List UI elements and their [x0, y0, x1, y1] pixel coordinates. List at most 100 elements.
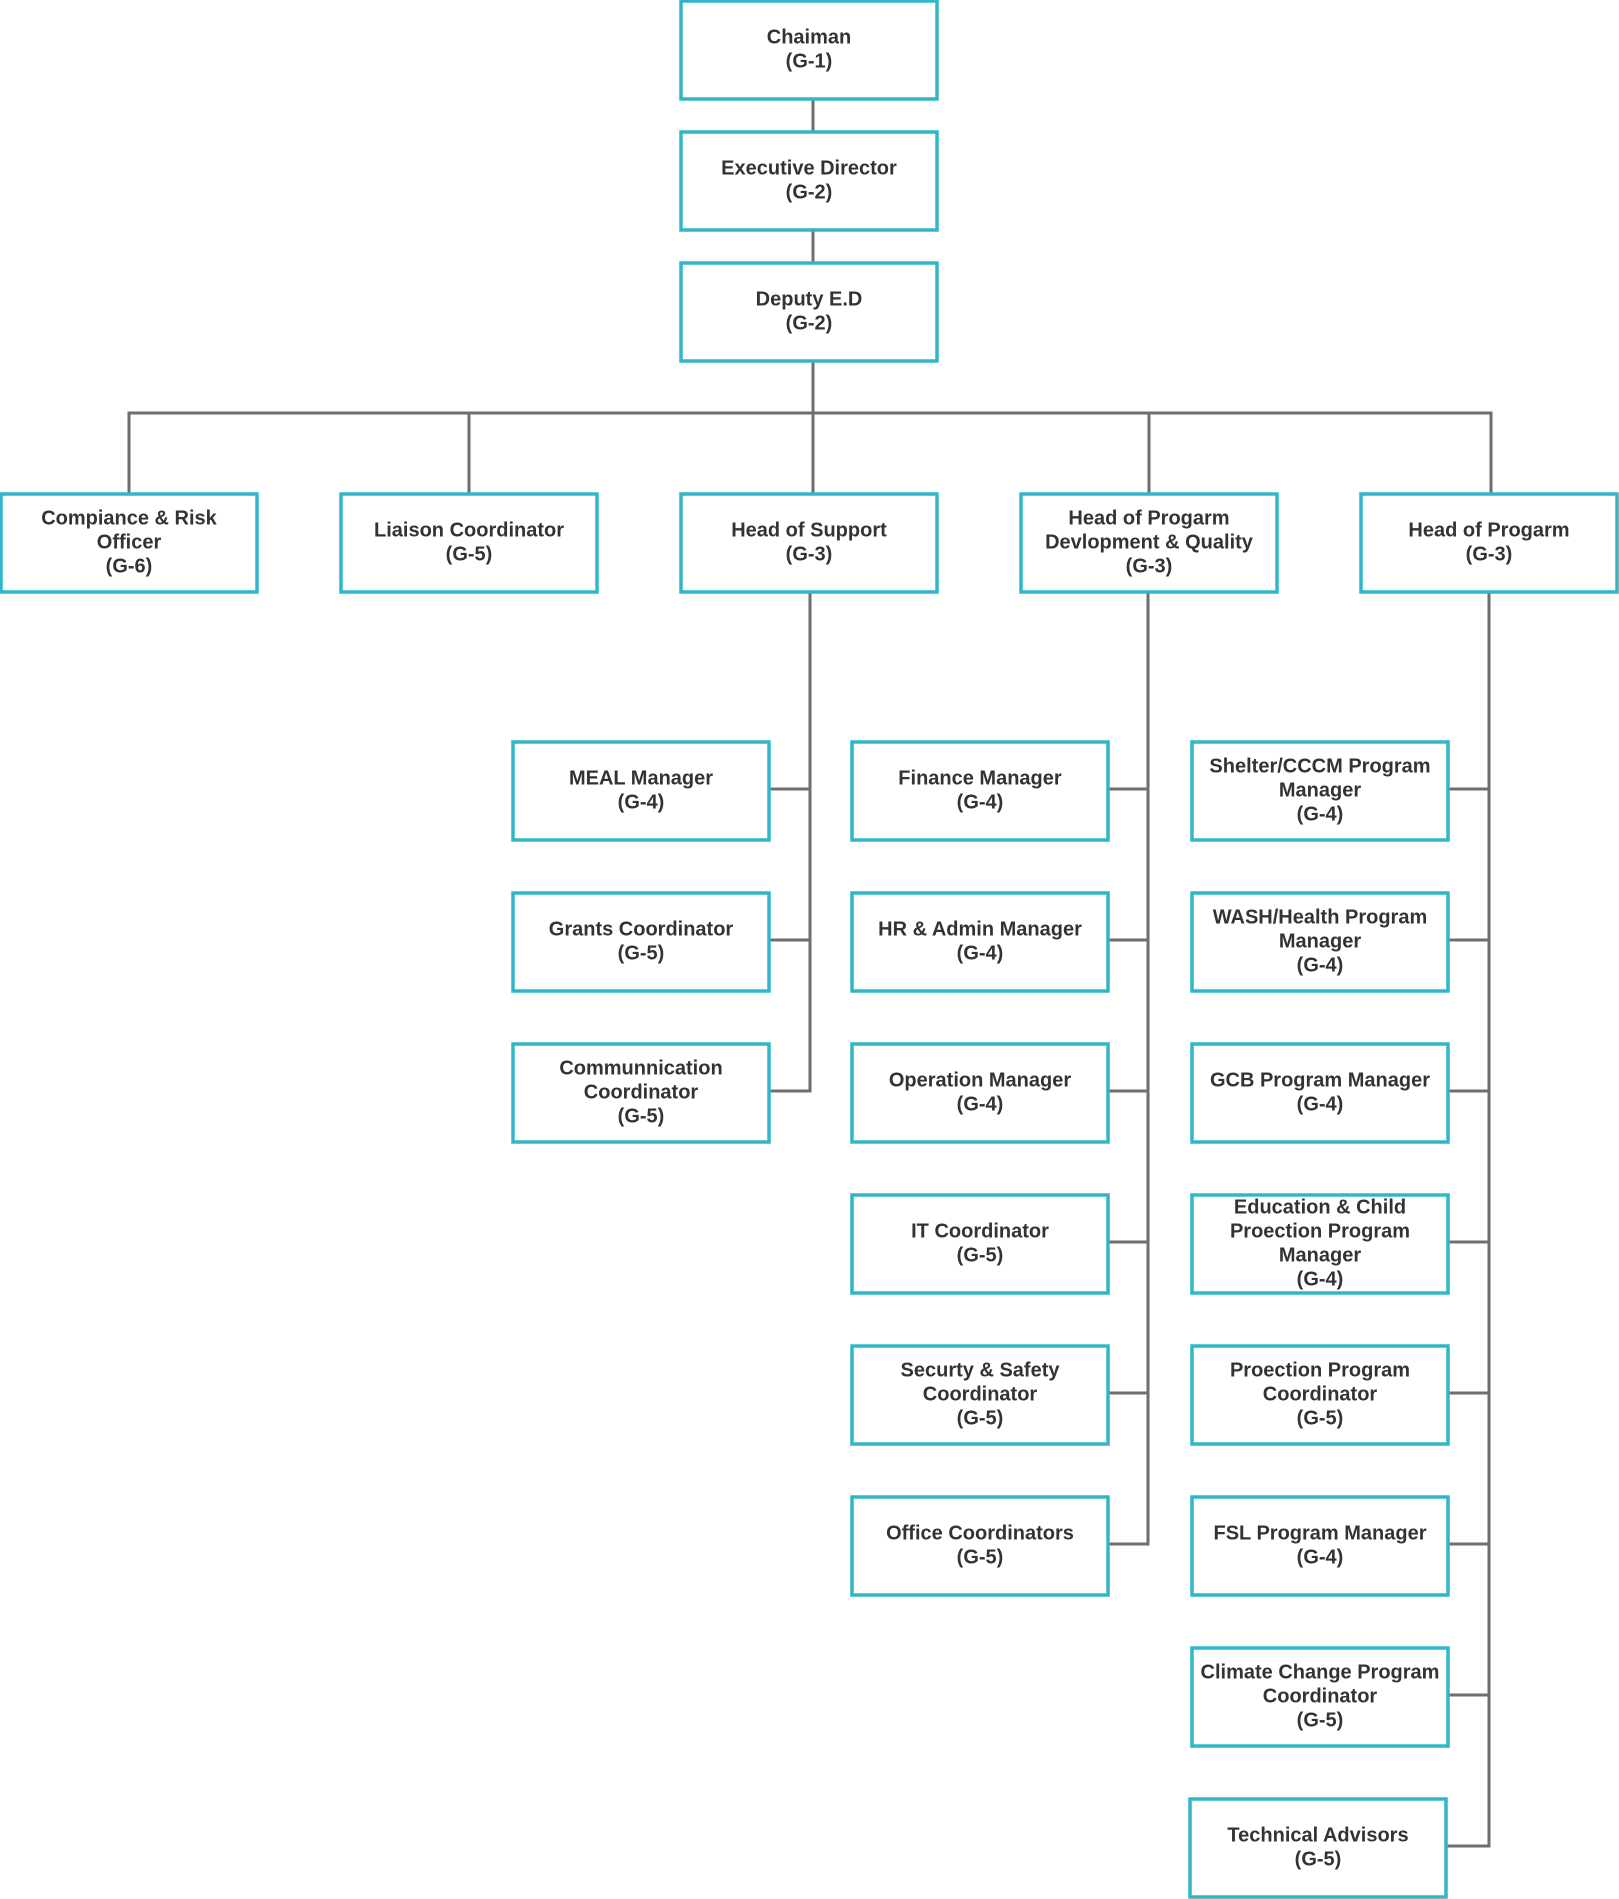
node-label-fsl-1: (G-4) [1297, 1546, 1344, 1568]
node-label-deputy-ed-0: Deputy E.D [756, 288, 863, 310]
node-label-head-pdq-1: Devlopment & Quality [1045, 531, 1254, 553]
node-it: IT Coordinator(G-5) [850, 1193, 1110, 1295]
node-label-wash-0: WASH/Health Program [1213, 906, 1427, 928]
node-label-climate-1: Coordinator [1263, 1685, 1378, 1707]
node-box-office [850, 1495, 1110, 1597]
node-head-program: Head of Progarm(G-3) [1359, 492, 1619, 594]
node-label-head-program-0: Head of Progarm [1408, 519, 1569, 541]
node-label-liaison-0: Liaison Coordinator [374, 519, 564, 541]
node-box-technical [1188, 1797, 1448, 1899]
node-label-protection-0: Proection Program [1230, 1359, 1410, 1381]
node-box-it [850, 1193, 1110, 1295]
node-meal: MEAL Manager(G-4) [511, 740, 771, 842]
node-label-shelter-2: (G-4) [1297, 803, 1344, 825]
node-label-it-1: (G-5) [957, 1244, 1004, 1266]
node-technical: Technical Advisors(G-5) [1188, 1797, 1448, 1899]
node-box-head-support [679, 492, 939, 594]
node-label-education-1: Proection Program [1230, 1220, 1410, 1242]
node-label-wash-2: (G-4) [1297, 954, 1344, 976]
node-box-shelter [1190, 740, 1450, 842]
node-finance: Finance Manager(G-4) [850, 740, 1110, 842]
node-box-liaison [339, 492, 599, 594]
node-box-protection [1190, 1344, 1450, 1446]
node-chairman: Chaiman(G-1) [679, 0, 939, 101]
node-label-shelter-1: Manager [1279, 779, 1361, 801]
node-operation: Operation Manager(G-4) [850, 1042, 1110, 1144]
node-head-support: Head of Support(G-3) [679, 492, 939, 594]
node-box-gcb [1190, 1042, 1450, 1144]
node-label-technical-1: (G-5) [1295, 1848, 1342, 1870]
node-box-operation [850, 1042, 1110, 1144]
node-label-office-1: (G-5) [957, 1546, 1004, 1568]
node-label-shelter-0: Shelter/CCCM Program [1209, 755, 1430, 777]
node-label-technical-0: Technical Advisors [1227, 1824, 1408, 1846]
node-label-gcb-0: GCB Program Manager [1210, 1069, 1430, 1091]
node-label-head-support-1: (G-3) [786, 543, 833, 565]
node-label-security-2: (G-5) [957, 1407, 1004, 1429]
node-label-communication-2: (G-5) [618, 1105, 665, 1127]
node-box-hr-admin [850, 891, 1110, 993]
node-label-meal-0: MEAL Manager [569, 767, 713, 789]
node-label-meal-1: (G-4) [618, 791, 665, 813]
node-box-communication [511, 1042, 771, 1144]
node-label-climate-2: (G-5) [1297, 1709, 1344, 1731]
node-label-liaison-1: (G-5) [446, 543, 493, 565]
node-label-chairman-0: Chaiman [767, 26, 851, 48]
node-label-grants-1: (G-5) [618, 942, 665, 964]
node-box-chairman [679, 0, 939, 101]
node-label-education-2: Manager [1279, 1244, 1361, 1266]
node-label-office-0: Office Coordinators [886, 1522, 1074, 1544]
node-box-head-pdq [1019, 492, 1279, 594]
node-label-finance-1: (G-4) [957, 791, 1004, 813]
node-label-hr-admin-0: HR & Admin Manager [878, 918, 1082, 940]
node-box-wash [1190, 891, 1450, 993]
node-grants: Grants Coordinator(G-5) [511, 891, 771, 993]
node-exec-director: Executive Director(G-2) [679, 130, 939, 232]
node-hr-admin: HR & Admin Manager(G-4) [850, 891, 1110, 993]
node-box-exec-director [679, 130, 939, 232]
node-box-education [1190, 1193, 1450, 1295]
node-box-deputy-ed [679, 261, 939, 363]
node-box-fsl [1190, 1495, 1450, 1597]
node-label-exec-director-0: Executive Director [721, 157, 897, 179]
node-label-communication-0: Communnication [559, 1057, 722, 1079]
node-box-security [850, 1344, 1110, 1446]
node-label-education-0: Education & Child [1234, 1196, 1406, 1218]
node-label-exec-director-1: (G-2) [786, 181, 833, 203]
node-label-head-pdq-0: Head of Progarm [1068, 507, 1229, 529]
node-label-compliance-risk-0: Compiance & Risk [41, 507, 217, 529]
node-label-fsl-0: FSL Program Manager [1213, 1522, 1426, 1544]
node-label-head-program-1: (G-3) [1466, 543, 1513, 565]
node-label-protection-1: Coordinator [1263, 1383, 1378, 1405]
node-label-education-3: (G-4) [1297, 1268, 1344, 1290]
node-label-security-1: Coordinator [923, 1383, 1038, 1405]
node-label-compliance-risk-2: (G-6) [106, 555, 153, 577]
node-fsl: FSL Program Manager(G-4) [1190, 1495, 1450, 1597]
connector-lines [127, 97, 1493, 1848]
node-box-head-program [1359, 492, 1619, 594]
node-label-communication-1: Coordinator [584, 1081, 699, 1103]
node-label-operation-1: (G-4) [957, 1093, 1004, 1115]
node-deputy-ed: Deputy E.D(G-2) [679, 261, 939, 363]
node-label-finance-0: Finance Manager [898, 767, 1062, 789]
node-gcb: GCB Program Manager(G-4) [1190, 1042, 1450, 1144]
node-box-meal [511, 740, 771, 842]
node-box-climate [1190, 1646, 1450, 1748]
node-liaison: Liaison Coordinator(G-5) [339, 492, 599, 594]
node-label-hr-admin-1: (G-4) [957, 942, 1004, 964]
node-box-grants [511, 891, 771, 993]
node-label-head-support-0: Head of Support [731, 519, 887, 541]
node-label-gcb-1: (G-4) [1297, 1093, 1344, 1115]
node-label-security-0: Securty & Safety [901, 1359, 1061, 1381]
node-office: Office Coordinators(G-5) [850, 1495, 1110, 1597]
node-label-it-0: IT Coordinator [911, 1220, 1049, 1242]
node-label-protection-2: (G-5) [1297, 1407, 1344, 1429]
